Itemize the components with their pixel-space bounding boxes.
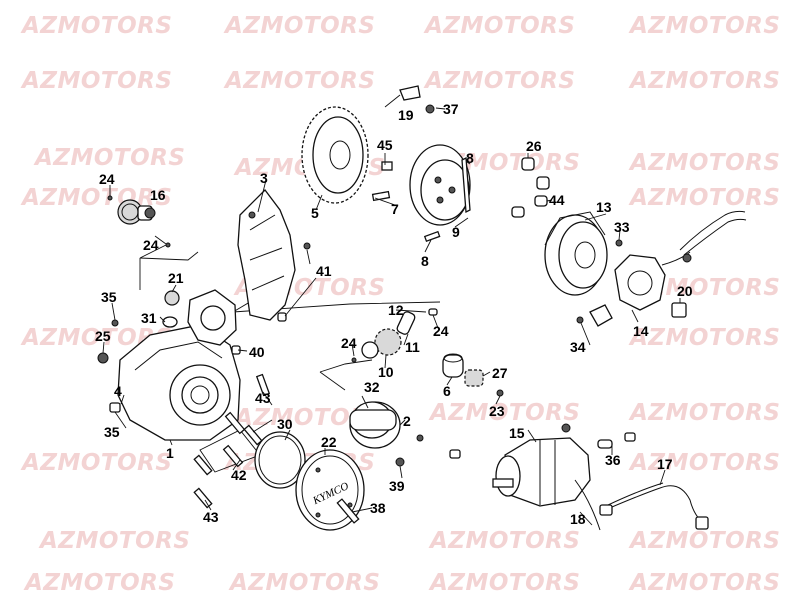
callout-39: 39 [389, 478, 405, 494]
callout-27: 27 [492, 365, 508, 381]
callout-45: 45 [377, 137, 393, 153]
callout-35a: 35 [101, 289, 117, 305]
callout-17: 17 [657, 456, 673, 472]
bearings-6-27 [442, 353, 504, 397]
callout-15: 15 [509, 425, 525, 441]
watermark: AZMOTORS [20, 13, 172, 39]
watermark: AZMOTORS [628, 185, 780, 211]
watermark: AZMOTORS [228, 570, 380, 596]
rotor-13 [544, 211, 608, 296]
leader-lines [102, 94, 681, 526]
callout-12: 12 [388, 302, 404, 318]
callout-8a: 8 [466, 150, 474, 166]
watermark: AZMOTORS [423, 13, 575, 39]
callout-9: 9 [452, 224, 460, 240]
callout-24a: 24 [99, 171, 115, 187]
wire-harness-17 [599, 482, 709, 530]
callout-19: 19 [398, 107, 414, 123]
ring-gear-5 [301, 106, 369, 204]
watermark: AZMOTORS [20, 450, 172, 476]
watermark: AZMOTORS [38, 528, 190, 554]
watermark: AZMOTORS [33, 145, 185, 171]
starter-gear-16 [107, 195, 171, 248]
callout-2: 2 [403, 413, 411, 429]
stator-14 [576, 210, 747, 327]
callout-5: 5 [311, 205, 319, 221]
callout-23: 23 [489, 403, 505, 419]
callout-35b: 35 [104, 424, 120, 440]
watermark: AZMOTORS [223, 13, 375, 39]
callout-24d: 24 [433, 323, 449, 339]
callout-11: 11 [405, 339, 420, 355]
callout-26: 26 [526, 138, 542, 154]
callout-38: 38 [370, 500, 386, 516]
callout-31: 31 [141, 310, 157, 326]
callout-40: 40 [249, 344, 265, 360]
callout-25: 25 [95, 328, 111, 344]
watermark: AZMOTORS [20, 68, 172, 94]
callout-3: 3 [260, 170, 268, 186]
callout-8b: 8 [421, 253, 429, 269]
watermark: AZMOTORS [628, 68, 780, 94]
watermark: AZMOTORS [628, 13, 780, 39]
watermark: AZMOTORS [628, 528, 780, 554]
callout-20: 20 [677, 283, 693, 299]
starter-motor-15 [492, 423, 636, 531]
starter-clutch-32 [349, 401, 461, 467]
watermark: AZMOTORS [628, 400, 780, 426]
callout-1: 1 [166, 445, 174, 461]
watermark: AZMOTORS [428, 570, 580, 596]
callout-14: 14 [633, 323, 649, 339]
watermark: AZMOTORS [223, 68, 375, 94]
callout-18: 18 [570, 511, 586, 527]
callout-32: 32 [364, 379, 380, 395]
callout-34: 34 [570, 339, 586, 355]
callout-37: 37 [443, 101, 459, 117]
callout-33: 33 [614, 219, 630, 235]
watermark: AZMOTORS [628, 325, 780, 351]
callout-10: 10 [378, 364, 394, 380]
callout-6: 6 [443, 383, 451, 399]
cover-plate-3 [237, 189, 296, 321]
callout-24c: 24 [341, 335, 357, 351]
callout-4: 4 [114, 383, 122, 399]
watermark: AZMOTORS [628, 570, 780, 596]
callout-43b: 43 [203, 509, 219, 525]
callout-44: 44 [549, 192, 565, 208]
callout-21: 21 [168, 270, 184, 286]
callout-7: 7 [391, 201, 399, 217]
callout-42: 42 [231, 467, 247, 483]
bolts [193, 242, 360, 524]
flywheel-7 [371, 85, 471, 243]
watermark: AZMOTORS [628, 150, 780, 176]
callout-16: 16 [150, 187, 166, 203]
callout-24b: 24 [143, 237, 159, 253]
bushings-26-44 [511, 157, 550, 218]
watermark: AZMOTORS [23, 570, 175, 596]
watermark: AZMOTORS [428, 400, 580, 426]
watermark: AZMOTORS [428, 528, 580, 554]
callout-36: 36 [605, 452, 621, 468]
idle-gear-10 [351, 308, 438, 363]
watermark: AZMOTORS [628, 450, 780, 476]
callout-30: 30 [277, 416, 293, 432]
callout-43a: 43 [255, 390, 271, 406]
o-ring-30 [254, 431, 306, 489]
watermark: AZMOTORS [423, 68, 575, 94]
callout-labels: 1 2 3 4 5 6 7 8 8 9 10 11 12 13 14 15 16… [95, 101, 693, 527]
crankcase-cover-1 [97, 289, 241, 441]
callout-13: 13 [596, 199, 612, 215]
callout-22: 22 [321, 434, 337, 450]
callout-41: 41 [316, 263, 332, 279]
